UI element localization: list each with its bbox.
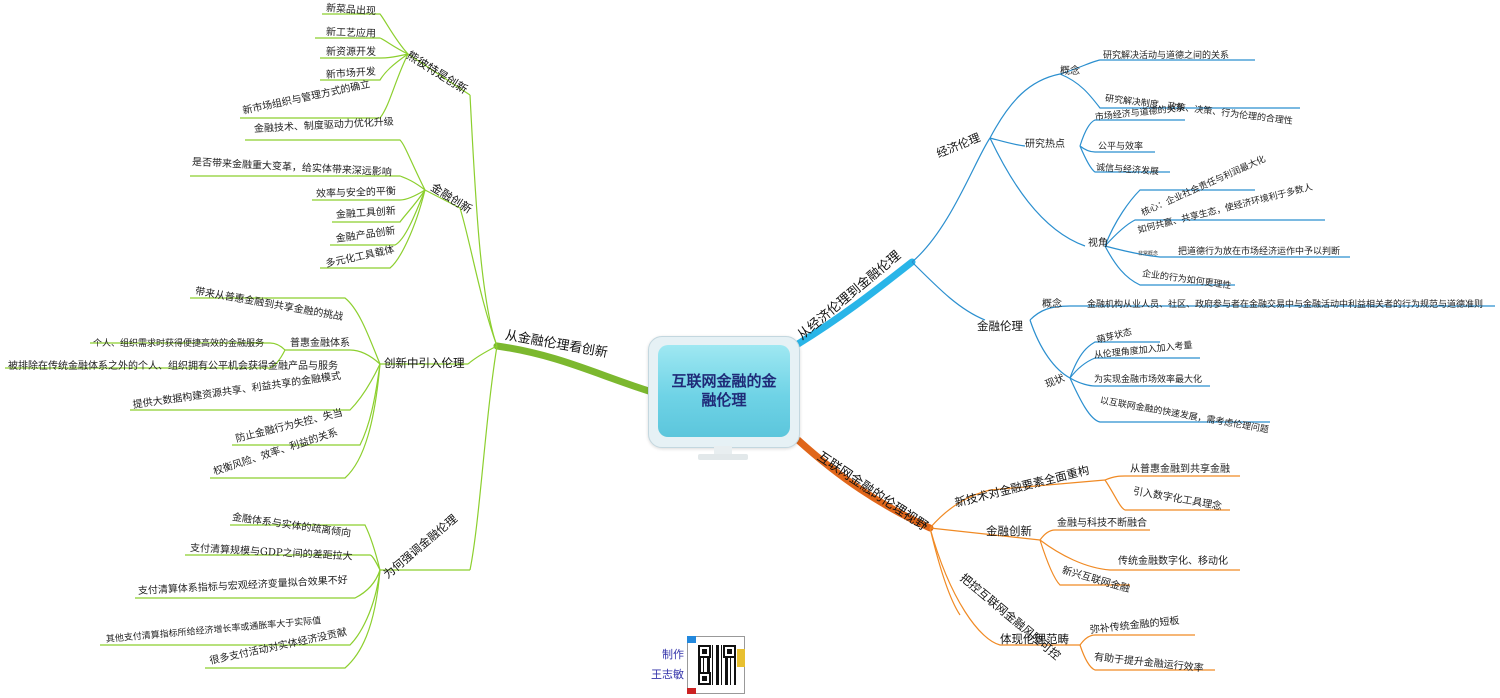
left-group-3-title[interactable]: 创新中引入伦理 <box>384 356 465 370</box>
qr-accent-blue <box>687 636 696 643</box>
credit-block: 制作 王志敏 <box>640 632 750 694</box>
left-group-3-item[interactable]: 个人、组织需求时获得便捷高效的金融服务 <box>93 339 265 349</box>
center-node[interactable]: 互联网金融的金融伦理 <box>648 336 800 464</box>
center-node-stand <box>714 446 732 454</box>
right-bottom-item[interactable]: 金融与科技不断融合 <box>1057 518 1147 529</box>
right-top-subgroup-title[interactable]: 研究热点 <box>1025 139 1065 150</box>
right-bottom-main-branch-line <box>794 436 934 532</box>
qr-code-icon <box>698 645 736 685</box>
qr-finder-icon <box>698 645 711 658</box>
right-top-main-branch-line <box>794 258 916 348</box>
left-group-1-item[interactable]: 新资源开发 <box>326 47 376 58</box>
right-top-item[interactable]: 公平与效率 <box>1098 142 1144 152</box>
right-top-item[interactable]: 金融机构从业人员、社区、政府参与者在金融交易中与金融活动中利益相关者的行为规范与… <box>1087 300 1484 310</box>
center-title: 互联网金融的金融伦理 <box>671 372 777 409</box>
qr-code-frame <box>687 636 745 694</box>
right-bottom-item[interactable]: 传统金融数字化、移动化 <box>1118 556 1228 567</box>
right-bottom-group-4-title[interactable]: 体现伦理范畴 <box>1000 632 1069 646</box>
qr-finder-icon <box>698 672 711 685</box>
credit-label: 制作 <box>662 648 684 661</box>
right-top-item[interactable]: 为实现金融市场效率最大化 <box>1094 375 1203 385</box>
left-group-3-item[interactable]: 被排除在传统金融体系之外的个人、组织拥有公平机会获得金融产品与服务 <box>8 361 338 372</box>
qr-accent-red <box>687 688 696 694</box>
left-group-1-item[interactable]: 新工艺应用 <box>325 27 377 40</box>
right-top-subgroup-title[interactable]: 概念 <box>1060 66 1080 77</box>
qr-accent-yellow <box>737 649 745 667</box>
center-node-screen: 互联网金融的金融伦理 <box>658 345 790 437</box>
left-group-3-item[interactable]: 普惠金融体系 <box>290 338 350 349</box>
right-top-item[interactable]: 把道德行为放在市场经济运作中予以判断 <box>1178 247 1341 257</box>
right-top-subgroup-title[interactable]: 视角 <box>1088 238 1108 249</box>
center-node-foot <box>698 454 748 460</box>
right-bottom-group-2-title[interactable]: 金融创新 <box>986 524 1032 538</box>
left-main-branch-line <box>493 342 656 396</box>
credit-author: 王志敏 <box>651 668 684 681</box>
right-bottom-item[interactable]: 从普惠金融到共享金融 <box>1130 464 1230 475</box>
right-top-group-2-title[interactable]: 金融伦理 <box>977 319 1023 333</box>
right-bottom-branch-connectors <box>929 475 1240 671</box>
left-branch-connectors <box>5 13 498 669</box>
qr-finder-icon <box>723 645 736 658</box>
right-top-branch-connectors <box>911 59 1495 423</box>
right-top-note: 非常概念 <box>1138 251 1159 257</box>
right-top-subgroup-title[interactable]: 概念 <box>1042 299 1062 310</box>
center-node-frame: 互联网金融的金融伦理 <box>648 336 800 448</box>
right-top-item[interactable]: 研究解决活动与道德之间的关系 <box>1103 51 1230 61</box>
